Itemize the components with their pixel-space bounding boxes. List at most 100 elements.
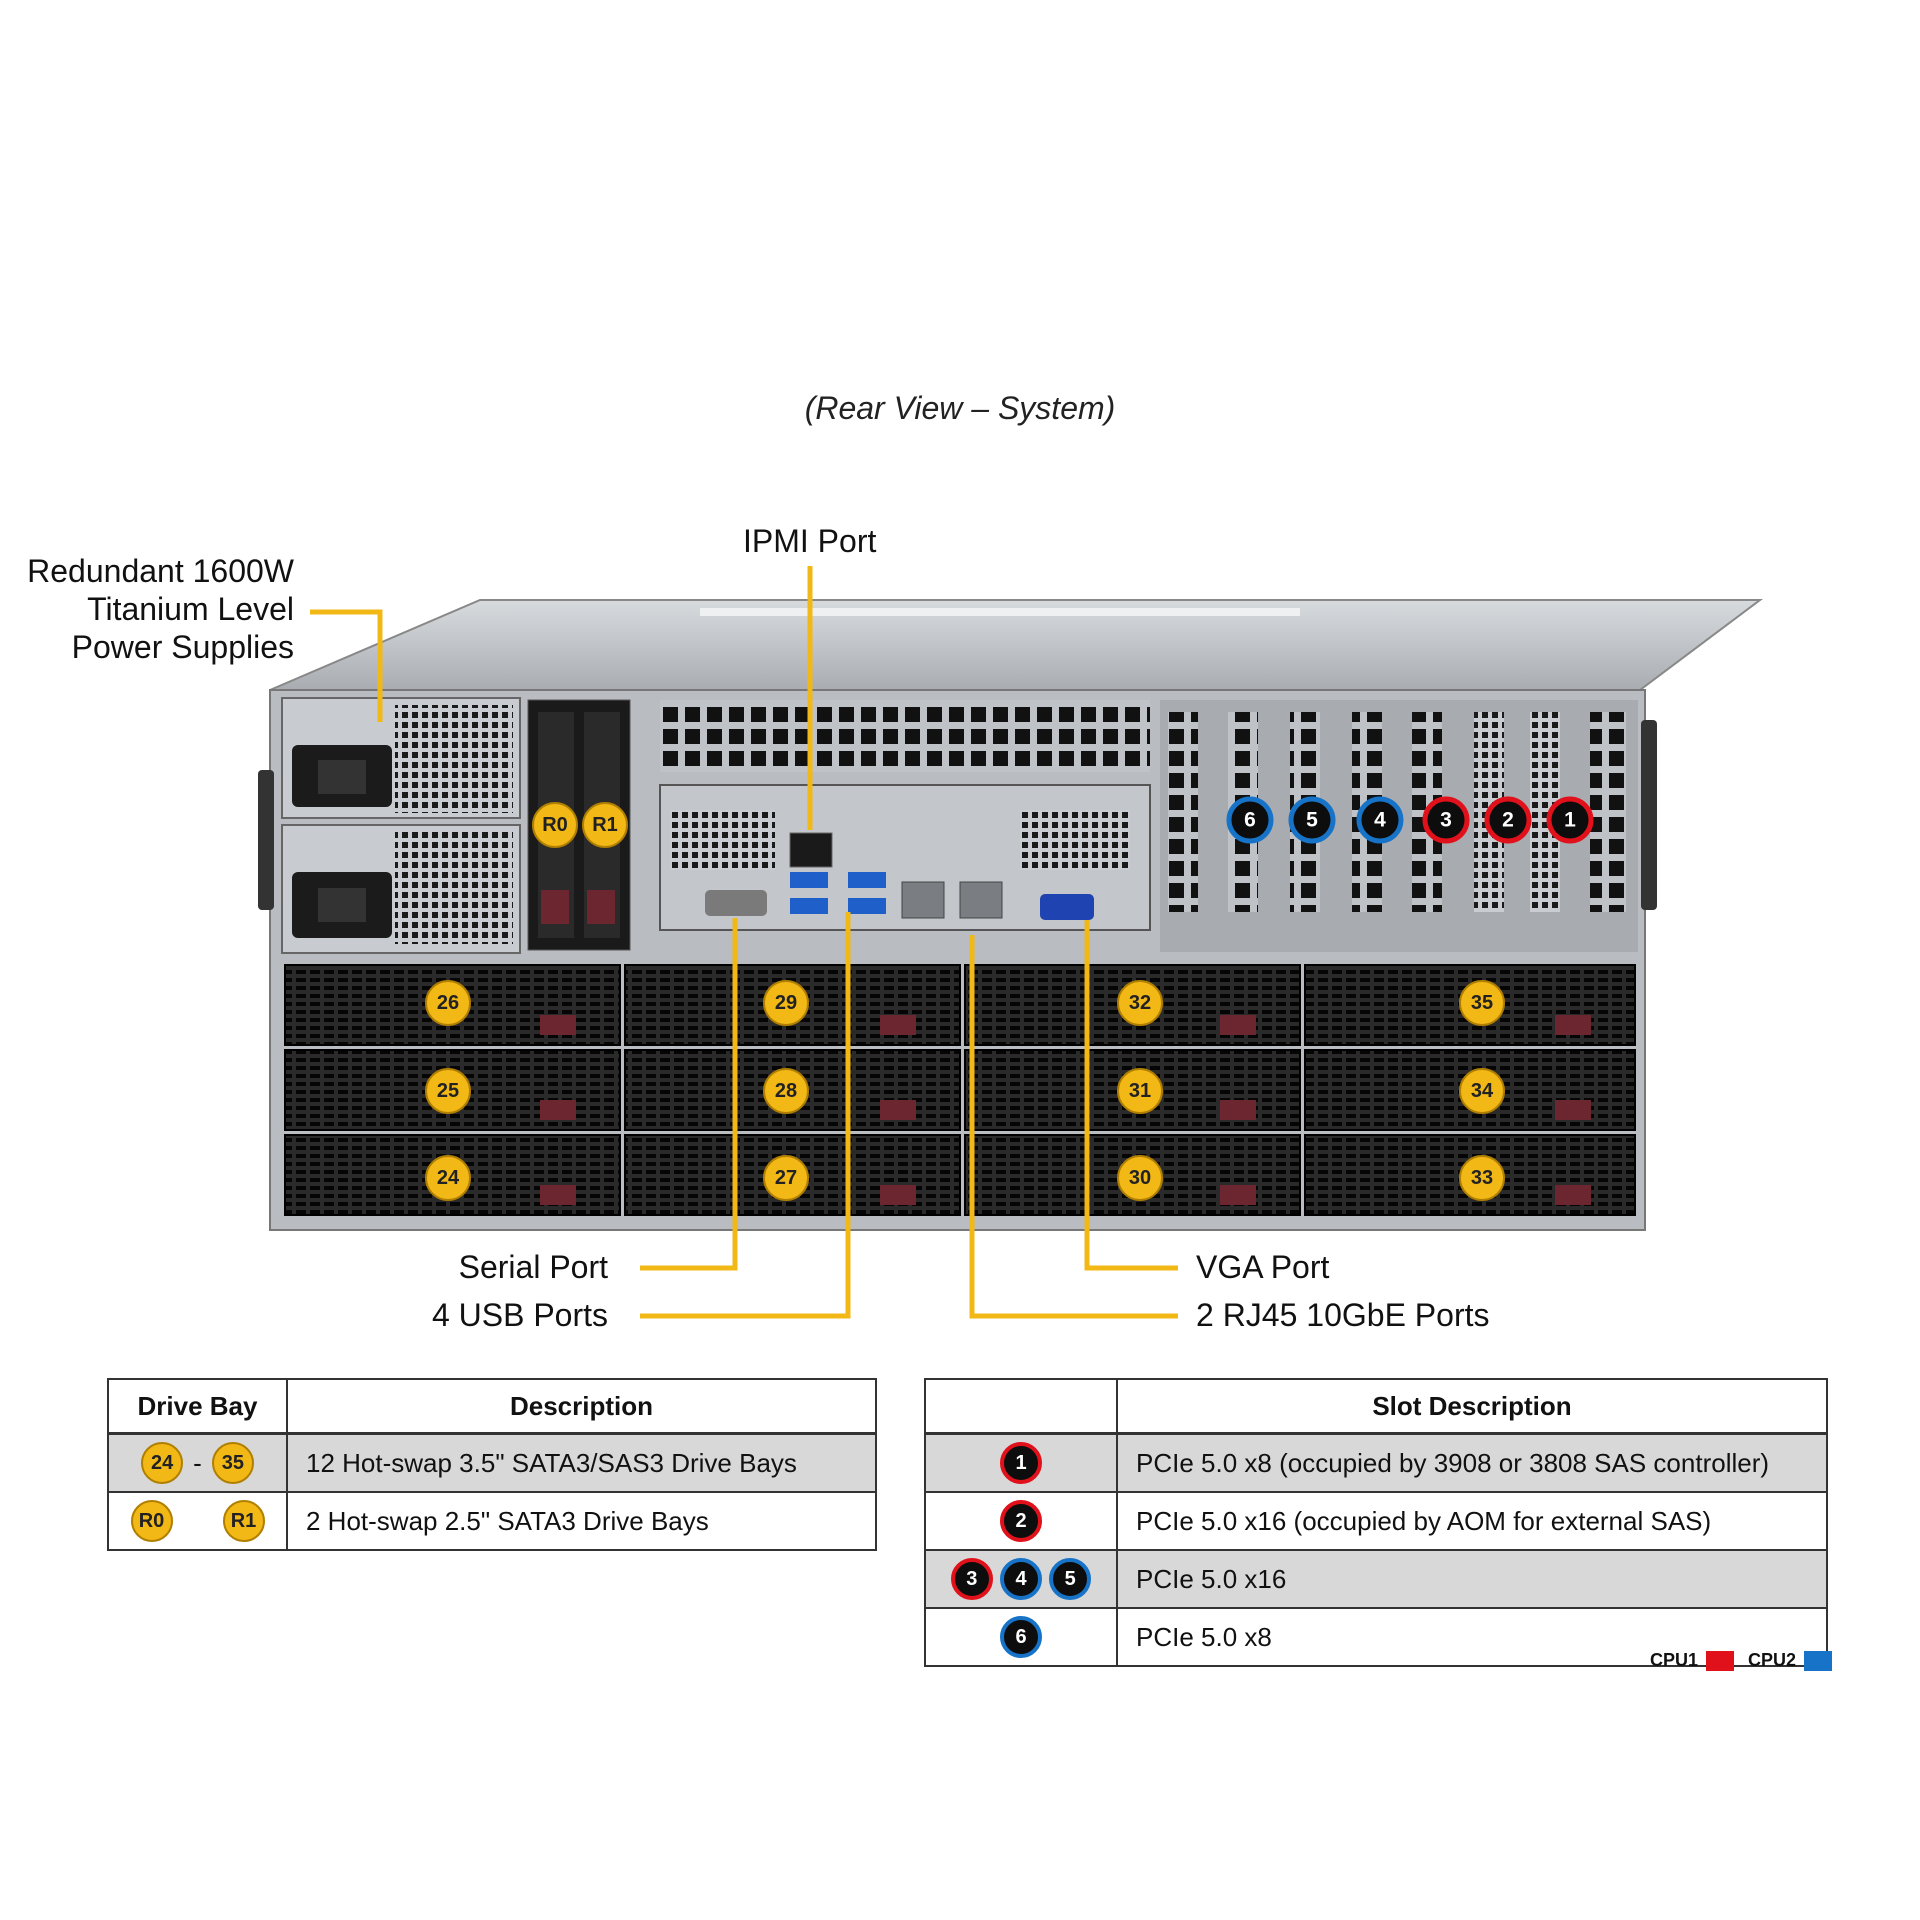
rear-bay-badge: R0 xyxy=(532,802,578,848)
front-bay-badge-circle xyxy=(763,1155,809,1201)
front-bay-badge: 28 xyxy=(763,1068,809,1114)
front-bay-badge-label: 28 xyxy=(775,1080,797,1102)
psu-label-line: Titanium Level xyxy=(87,591,294,627)
front-bay-badge-circle xyxy=(425,1068,471,1114)
vga-leader xyxy=(1084,920,1178,1271)
front-bay-badge-label: 31 xyxy=(1129,1080,1151,1102)
slot-badge-cell: 6 xyxy=(924,1608,1118,1667)
serial-port xyxy=(705,890,767,916)
slot-badge-label: 5 xyxy=(1306,809,1318,832)
right-handle xyxy=(1641,720,1657,910)
front-bay-badge-label: 24 xyxy=(437,1167,460,1189)
legend-label-cpu1: CPU1 xyxy=(1650,1650,1699,1670)
front-bay-badge: 33 xyxy=(1459,1155,1505,1201)
front-bay-badge-label: 33 xyxy=(1471,1167,1493,1189)
rear-bay-badge-circle xyxy=(532,802,578,848)
slot-badge: 5 xyxy=(1049,1558,1092,1600)
bay-badge: R1 xyxy=(222,1500,265,1542)
top-vent xyxy=(660,700,1150,772)
front-bay-badge-label: 34 xyxy=(1471,1080,1494,1102)
front-bay-badge-circle xyxy=(425,980,471,1026)
drive-bay-table: Drive Bay Description 24-35 12 Hot-swap … xyxy=(107,1378,877,1551)
slot-badge: 2 xyxy=(1000,1500,1042,1542)
front-bay-badge: 24 xyxy=(425,1155,471,1201)
front-bay-badge-circle xyxy=(1459,1155,1505,1201)
slot-badge-cell: 1 xyxy=(924,1433,1118,1493)
drive-bay-grid xyxy=(284,964,1636,1216)
slot-badge-circle xyxy=(1226,796,1274,844)
front-bay-badge-circle xyxy=(1459,1068,1505,1114)
slot-badge: 4 xyxy=(1000,1558,1042,1600)
slot-badge: 6 xyxy=(1000,1616,1042,1658)
cpu-legend: CPU1 CPU2 xyxy=(1650,1650,1833,1671)
serial-label: Serial Port xyxy=(458,1249,608,1285)
front-bay-badge-label: 26 xyxy=(437,992,459,1014)
view-caption: (Rear View – System) xyxy=(804,390,1116,426)
ipmi-port xyxy=(789,832,833,868)
legend-label-cpu2: CPU2 xyxy=(1748,1650,1797,1670)
front-bay-badge-label: 25 xyxy=(437,1080,459,1102)
slot-badge-label: 4 xyxy=(1374,809,1386,832)
slot-badge: 1 xyxy=(1546,796,1594,844)
bay-description: 2 Hot-swap 2.5" SATA3 Drive Bays xyxy=(286,1492,877,1551)
slot-badge-circle xyxy=(1484,796,1532,844)
description-header: Description xyxy=(286,1378,877,1435)
front-bay-badge: 31 xyxy=(1117,1068,1163,1114)
vga-label: VGA Port xyxy=(1196,1249,1330,1285)
bay-range-cell: R0 R1 xyxy=(107,1492,288,1551)
bay-badge: R0 xyxy=(130,1500,173,1542)
slot-badge-circle xyxy=(1356,796,1404,844)
front-bay-badge-label: 30 xyxy=(1129,1167,1151,1189)
slot-badge: 1 xyxy=(1000,1442,1042,1484)
power-supplies xyxy=(281,697,521,954)
usb-leader xyxy=(640,912,851,1319)
front-bay-badge-circle xyxy=(1117,1155,1163,1201)
rj45-leader xyxy=(969,935,1178,1319)
table-row: 24-35 12 Hot-swap 3.5" SATA3/SAS3 Drive … xyxy=(107,1433,877,1493)
slot-badge: 6 xyxy=(1226,796,1274,844)
usb-ports xyxy=(790,872,886,914)
slot-badge-header xyxy=(924,1378,1118,1435)
bay-badge: 35 xyxy=(211,1442,254,1484)
slot-description: PCIe 5.0 x16 xyxy=(1116,1550,1828,1609)
slot-badges: 6 5 4 3 2 1 xyxy=(1226,796,1594,844)
slot-badge: 2 xyxy=(1484,796,1532,844)
rear-bay-badge: R1 xyxy=(582,802,628,848)
front-bay-badge: 30 xyxy=(1117,1155,1163,1201)
slot-badge-circle xyxy=(1546,796,1594,844)
front-bay-badge-circle xyxy=(1459,980,1505,1026)
front-bay-badge-label: 35 xyxy=(1471,992,1493,1014)
slot-description: PCIe 5.0 x8 (occupied by 3908 or 3808 SA… xyxy=(1116,1433,1828,1493)
front-bay-badge: 27 xyxy=(763,1155,809,1201)
usb-label: 4 USB Ports xyxy=(431,1297,608,1333)
slot-badge-label: 3 xyxy=(1440,809,1452,832)
slot-badge-circle xyxy=(1422,796,1470,844)
bay-range-cell: 24-35 xyxy=(107,1433,288,1493)
slot-badge: 3 xyxy=(950,1558,993,1600)
slot-badge-circle xyxy=(1288,796,1336,844)
rj45-label: 2 RJ45 10GbE Ports xyxy=(1196,1297,1490,1333)
psu-leader xyxy=(310,609,383,722)
serial-leader xyxy=(640,918,738,1271)
front-bay-badge-label: 29 xyxy=(775,992,797,1014)
slot-badge-label: 1 xyxy=(1564,809,1576,832)
front-bay-badge-circle xyxy=(763,1068,809,1114)
vga-port xyxy=(1040,894,1094,920)
slot-table: Slot Description 1 PCIe 5.0 x8 (occupied… xyxy=(924,1378,1828,1667)
front-bay-badge: 34 xyxy=(1459,1068,1505,1114)
power-socket-icon xyxy=(318,760,366,922)
psu-label-line: Redundant 1600W xyxy=(27,553,294,589)
drive-bay-header: Drive Bay xyxy=(107,1378,288,1435)
bay-badge: 24 xyxy=(141,1442,184,1484)
drive-latches xyxy=(540,1015,1591,1205)
front-bay-badge: 29 xyxy=(763,980,809,1026)
left-handle xyxy=(258,770,274,910)
psu-label-line: Power Supplies xyxy=(71,629,294,665)
table-row: 2 PCIe 5.0 x16 (occupied by AOM for exte… xyxy=(924,1492,1828,1551)
table-row: 1 PCIe 5.0 x8 (occupied by 3908 or 3808 … xyxy=(924,1433,1828,1493)
front-bay-badge-circle xyxy=(763,980,809,1026)
ipmi-label: IPMI Port xyxy=(743,523,877,559)
